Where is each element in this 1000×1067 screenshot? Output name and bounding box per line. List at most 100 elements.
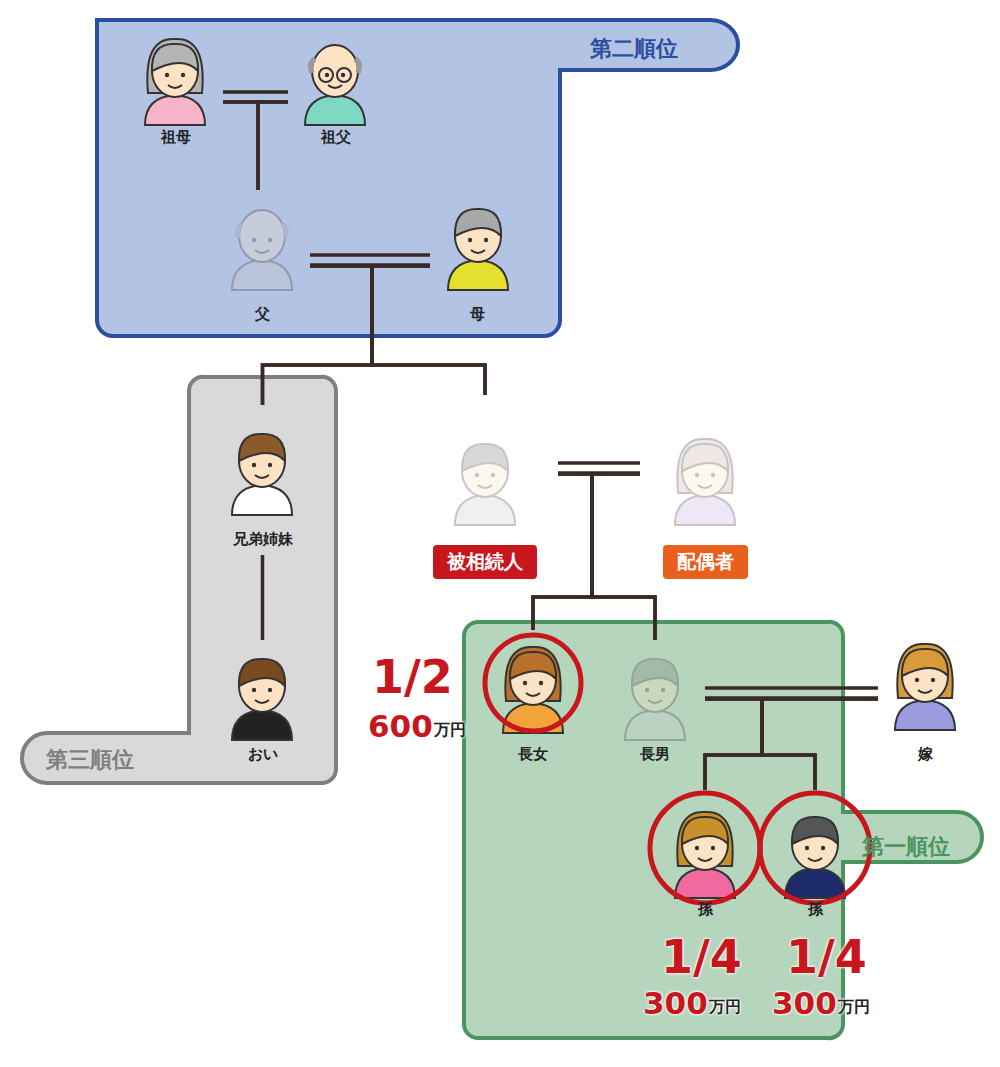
drawing-stroke: [181, 73, 185, 77]
drawing-stroke: [510, 652, 556, 679]
drawing-stroke: [682, 444, 728, 471]
descent-line: [261, 555, 265, 640]
drawing-stroke: [255, 250, 269, 253]
drawing-stroke: [625, 710, 685, 740]
person-name: おい: [248, 745, 278, 764]
drawing-stroke: [915, 678, 919, 682]
drawing-stroke: [168, 85, 182, 88]
amount-unit: 万円: [434, 720, 466, 741]
amount-unit: 万円: [838, 997, 870, 1018]
person-icon: [895, 644, 955, 730]
descent-line: [263, 266, 431, 405]
drawing-stroke: [471, 250, 485, 253]
drawing-stroke: [311, 59, 360, 73]
drawing-stroke: [312, 45, 358, 97]
band-outline: [20, 375, 338, 785]
drawing-stroke: [808, 858, 822, 861]
drawing-stroke: [239, 434, 285, 461]
drawing-stroke: [539, 681, 543, 685]
drawing-stroke: [526, 693, 540, 696]
heir-ring: [485, 635, 581, 731]
drawing-stroke: [165, 73, 169, 77]
person-icon: [232, 659, 292, 740]
descent-line: [533, 474, 640, 630]
drawing-stroke: [711, 846, 715, 850]
drawing-stroke: [305, 95, 365, 125]
drawing-stroke: [475, 473, 479, 477]
drawing-stroke: [255, 475, 269, 478]
person-icon: [448, 209, 508, 290]
person-icon: [145, 39, 205, 125]
person-icon: [625, 659, 685, 740]
person-icon: [232, 210, 292, 290]
descent-line: [533, 474, 592, 630]
priority-band: 第三順位 兄弟姉妹おい: [20, 375, 338, 785]
share-amount: 600: [368, 708, 433, 744]
drawing-stroke: [792, 817, 838, 844]
drawing-stroke: [895, 700, 955, 730]
band-shape: [22, 377, 336, 783]
person-icon: [675, 439, 735, 525]
drawing-stroke: [478, 485, 492, 488]
descent-line: [223, 102, 258, 190]
person-name: 父: [255, 305, 270, 324]
drawing-stroke: [675, 495, 735, 525]
drawing-stroke: [918, 690, 932, 693]
drawing-stroke: [252, 463, 256, 467]
band-shape: [97, 20, 738, 336]
drawing-stroke: [239, 659, 285, 686]
marriage-line: [558, 463, 640, 473]
person-name: 嫁: [918, 745, 933, 764]
share-fraction: 1/4: [786, 930, 867, 984]
drawing-stroke: [661, 688, 665, 692]
drawing-stroke: [341, 73, 345, 77]
person-icon: [785, 817, 845, 898]
band-title: 第二順位: [590, 34, 678, 64]
descent-line: [592, 474, 655, 640]
person-name: 孫: [698, 900, 713, 919]
drawing-stroke: [523, 681, 527, 685]
heir-ring: [760, 793, 870, 903]
band-title: 第一順位: [862, 832, 950, 862]
descent-line: [310, 266, 485, 395]
drawing-stroke: [698, 858, 712, 861]
person-icon: [232, 434, 292, 515]
drawing-stroke: [232, 260, 292, 290]
person-name: 祖父: [321, 128, 351, 147]
drawing-stroke: [931, 678, 935, 682]
descent-line: [258, 102, 288, 190]
drawing-stroke: [252, 238, 256, 242]
share-fraction: 1/2: [372, 650, 453, 704]
role-tag: 配偶者: [663, 545, 748, 579]
drawing-stroke: [468, 238, 472, 242]
drawing-stroke: [252, 688, 256, 692]
descent-line: [705, 699, 815, 790]
descent-line: [263, 266, 373, 405]
marriage-line: [705, 688, 878, 698]
drawing-stroke: [232, 485, 292, 515]
heir-ring: [650, 793, 760, 903]
drawing-stroke: [238, 224, 287, 238]
drawing-stroke: [455, 495, 515, 525]
drawing-stroke: [255, 700, 269, 703]
marriage-line: [310, 255, 430, 265]
drawing-stroke: [821, 846, 825, 850]
person-icon: [305, 45, 365, 125]
drawing-stroke: [682, 817, 728, 844]
amount-unit: 万円: [709, 997, 741, 1018]
drawing-stroke: [337, 68, 351, 82]
person-name: 兄弟姉妹: [233, 530, 293, 549]
drawing-stroke: [711, 473, 715, 477]
descent-line: [762, 699, 878, 790]
person-name: 母: [470, 305, 485, 324]
drawing-stroke: [268, 688, 272, 692]
person-name: 長女: [518, 745, 548, 764]
drawing-stroke: [648, 700, 662, 703]
drawing-stroke: [675, 868, 735, 898]
band-title: 第三順位: [46, 745, 134, 775]
share-amount: 300: [772, 985, 837, 1021]
drawing-stroke: [695, 846, 699, 850]
drawing-stroke: [645, 688, 649, 692]
